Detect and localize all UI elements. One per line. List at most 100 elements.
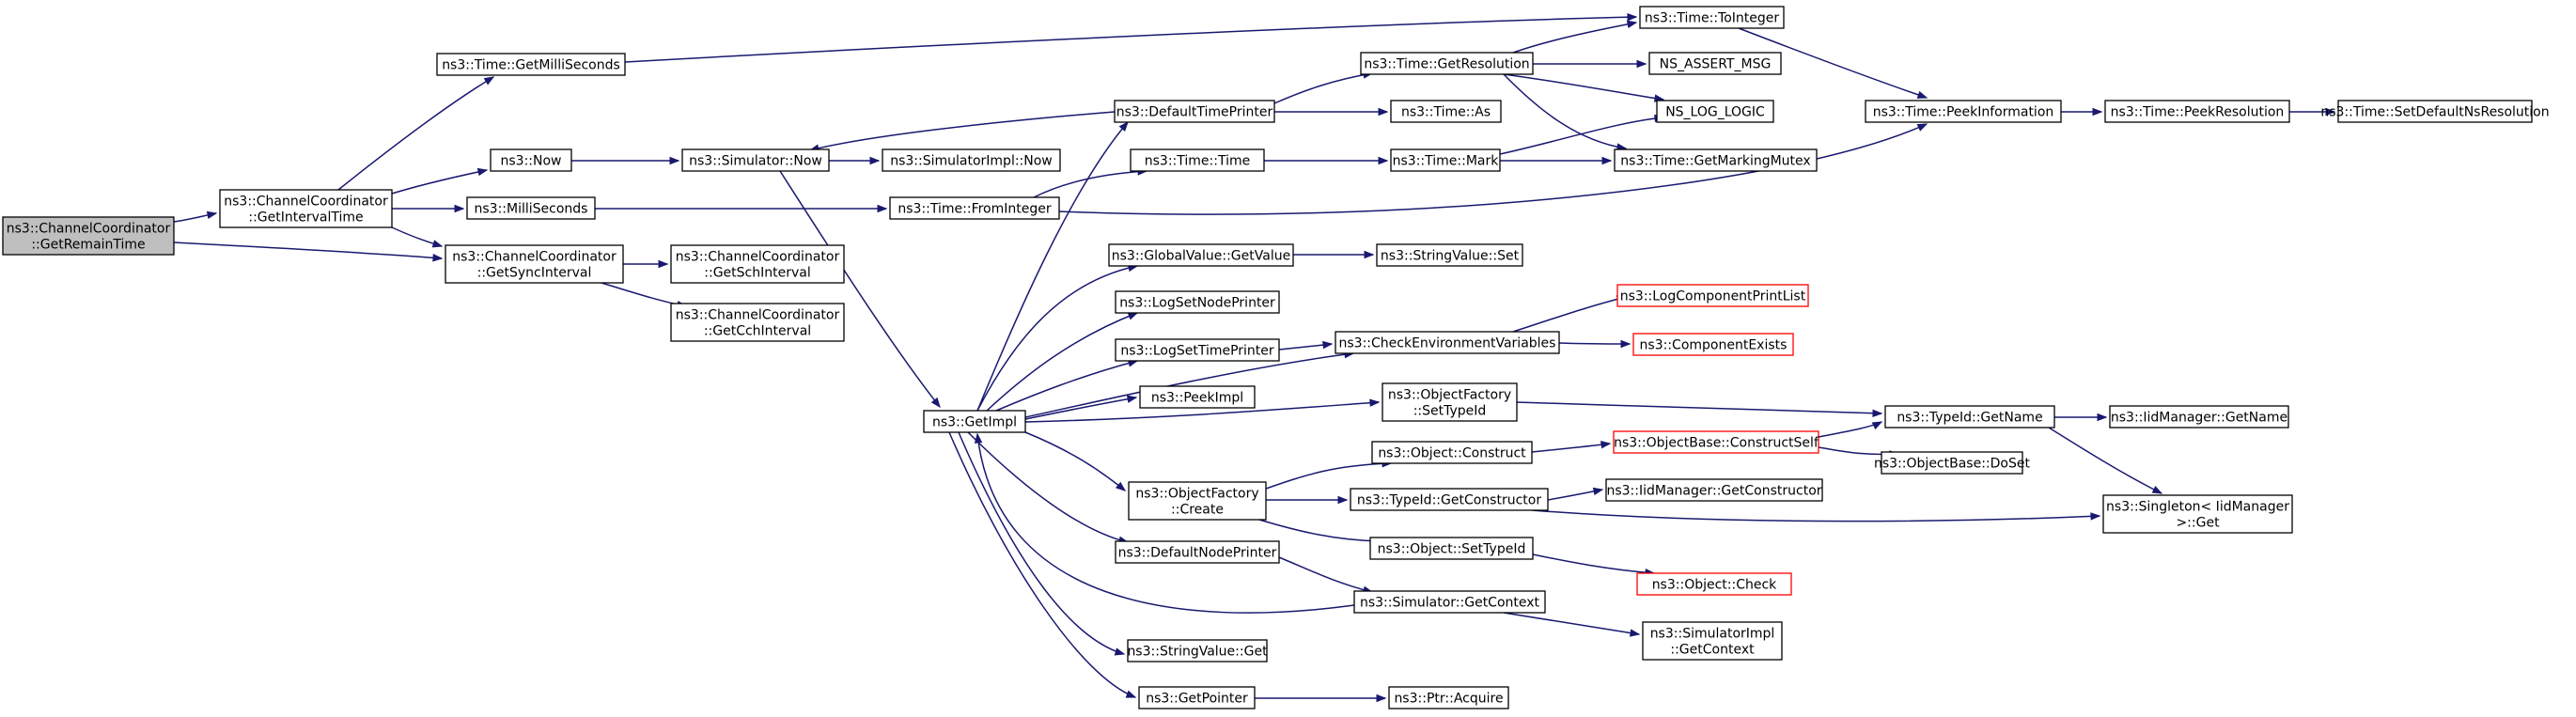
node-ns3-simulatorimpl-now[interactable]: ns3::SimulatorImpl::Now (882, 148, 1061, 172)
node-box[interactable] (1127, 639, 1268, 662)
node-ns3-iidmanager-getconstructor[interactable]: ns3::IidManager::GetConstructor (1605, 478, 1823, 502)
node-ns3-time-peekresolution[interactable]: ns3::Time::PeekResolution (2104, 100, 2290, 123)
node-box[interactable] (1115, 338, 1280, 362)
node-box[interactable] (1865, 100, 2062, 123)
node-box[interactable] (1335, 331, 1560, 354)
node-box[interactable] (1350, 488, 1549, 511)
node-ns3-peekimpl[interactable]: ns3::PeekImpl (1139, 385, 1256, 409)
node-box[interactable] (1642, 621, 1783, 661)
node-ns3-object-check[interactable]: ns3::Object::Check (1636, 572, 1792, 596)
node-ns3-typeid-getname[interactable]: ns3::TypeId::GetName (1884, 405, 2055, 429)
node-ns3-objectbase-constructself[interactable]: ns3::ObjectBase::ConstructSelf (1613, 430, 1819, 454)
node-box[interactable] (1139, 385, 1256, 409)
node-box[interactable] (1369, 537, 1534, 560)
node-ns3-getpointer[interactable]: ns3::GetPointer (1138, 686, 1256, 709)
node-ns3-getimpl[interactable]: ns3::GetImpl (923, 410, 1026, 433)
node-ns3-channelcoordinator-getremaintime[interactable]: ns3::ChannelCoordinator::GetRemainTime (2, 216, 175, 256)
node-ns3-object-construct[interactable]: ns3::Object::Construct (1371, 441, 1533, 464)
node-ns3-time-tointeger[interactable]: ns3::Time::ToInteger (1639, 6, 1785, 29)
node-ns3-ptr-acquire[interactable]: ns3::Ptr::Acquire (1388, 686, 1509, 709)
node-box[interactable] (490, 148, 572, 172)
node-ns3-time-getmilliseconds[interactable]: ns3::Time::GetMilliSeconds (436, 53, 626, 76)
node-ns3-stringvalue-get[interactable]: ns3::StringValue::Get (1127, 639, 1268, 662)
node-box[interactable] (219, 189, 393, 228)
node-box[interactable] (2104, 100, 2290, 123)
node-box[interactable] (1388, 686, 1509, 709)
node-ns3-simulatorimpl-getcontext[interactable]: ns3::SimulatorImpl::GetContext (1642, 621, 1783, 661)
node-ns3-channelcoordinator-getintervaltime[interactable]: ns3::ChannelCoordinator::GetIntervalTime (219, 189, 393, 228)
node-box[interactable] (670, 303, 845, 342)
node-box[interactable] (1138, 686, 1256, 709)
node-box[interactable] (1353, 590, 1546, 614)
node-box[interactable] (1656, 100, 1774, 123)
node-box[interactable] (2109, 405, 2289, 429)
node-ns3-time-time[interactable]: ns3::Time::Time (1130, 148, 1265, 172)
node-box[interactable] (1128, 481, 1267, 521)
node-box[interactable] (1114, 100, 1275, 123)
node-ns3-time-peekinformation[interactable]: ns3::Time::PeekInformation (1865, 100, 2062, 123)
node-ns3-time-frominteger[interactable]: ns3::Time::FromInteger (889, 196, 1060, 220)
node-ns3-time-setdefaultnsresolution[interactable]: ns3::Time::SetDefaultNsResolution (2320, 100, 2550, 123)
node-box[interactable] (1639, 6, 1785, 29)
node-ns3-channelcoordinator-getsyncinterval[interactable]: ns3::ChannelCoordinator::GetSyncInterval (445, 244, 624, 284)
node-ns3-stringvalue-set[interactable]: ns3::StringValue::Set (1376, 243, 1523, 267)
node-ns3-objectfactory-create[interactable]: ns3::ObjectFactory::Create (1128, 481, 1267, 521)
node-box[interactable] (1632, 333, 1794, 356)
node-box[interactable] (2337, 100, 2533, 123)
node-ns3-now[interactable]: ns3::Now (490, 148, 572, 172)
node-box[interactable] (681, 148, 830, 172)
node-ns3-iidmanager-getname[interactable]: ns3::IidManager::GetName (2109, 405, 2289, 429)
node-ns3-typeid-getconstructor[interactable]: ns3::TypeId::GetConstructor (1350, 488, 1549, 511)
node-ns-log-logic[interactable]: NS_LOG_LOGIC (1656, 100, 1774, 123)
node-ns3-objectbase-doset[interactable]: ns3::ObjectBase::DoSet (1874, 451, 2030, 475)
node-ns3-channelcoordinator-getschinterval[interactable]: ns3::ChannelCoordinator::GetSchInterval (670, 244, 845, 284)
node-box[interactable] (436, 53, 626, 76)
node-ns3-logsettimeprinter[interactable]: ns3::LogSetTimePrinter (1115, 338, 1280, 362)
node-box[interactable] (889, 196, 1060, 220)
node-box[interactable] (1881, 451, 2023, 475)
node-box[interactable] (1376, 243, 1523, 267)
node-box[interactable] (1115, 540, 1280, 564)
node-ns3-simulator-now[interactable]: ns3::Simulator::Now (681, 148, 830, 172)
node-box[interactable] (1648, 52, 1782, 75)
node-ns3-time-as[interactable]: ns3::Time::As (1390, 100, 1502, 123)
node-box[interactable] (1616, 284, 1809, 307)
node-box[interactable] (670, 244, 845, 284)
node-ns3-defaulttimeprinter[interactable]: ns3::DefaultTimePrinter (1114, 100, 1275, 123)
node-ns3-globalvalue-getvalue[interactable]: ns3::GlobalValue::GetValue (1108, 243, 1294, 267)
node-ns3-objectfactory-settypeid[interactable]: ns3::ObjectFactory::SetTypeId (1382, 382, 1518, 422)
node-box[interactable] (2102, 494, 2293, 534)
node-ns3-time-mark[interactable]: ns3::Time::Mark (1390, 148, 1501, 172)
node-box[interactable] (1382, 382, 1518, 422)
node-ns3-simulator-getcontext[interactable]: ns3::Simulator::GetContext (1353, 590, 1546, 614)
node-ns3-time-getmarkingmutex[interactable]: ns3::Time::GetMarkingMutex (1614, 148, 1818, 172)
node-box[interactable] (1614, 148, 1818, 172)
node-box[interactable] (1390, 148, 1501, 172)
node-ns3-channelcoordinator-getcchinterval[interactable]: ns3::ChannelCoordinator::GetCchInterval (670, 303, 845, 342)
node-box[interactable] (1636, 572, 1792, 596)
node-box[interactable] (1130, 148, 1265, 172)
node-box[interactable] (2, 216, 175, 256)
node-box[interactable] (466, 196, 596, 220)
node-box[interactable] (923, 410, 1026, 433)
node-box[interactable] (1360, 52, 1534, 75)
node-ns3-checkenvironmentvariables[interactable]: ns3::CheckEnvironmentVariables (1335, 331, 1560, 354)
node-box[interactable] (1613, 430, 1819, 454)
node-ns3-time-getresolution[interactable]: ns3::Time::GetResolution (1360, 52, 1534, 75)
node-box[interactable] (1371, 441, 1533, 464)
node-box[interactable] (1390, 100, 1502, 123)
node-ns3-defaultnodeprinter[interactable]: ns3::DefaultNodePrinter (1115, 540, 1280, 564)
node-box[interactable] (1605, 478, 1823, 502)
node-ns3-logsetnodeprinter[interactable]: ns3::LogSetNodePrinter (1115, 290, 1280, 314)
node-box[interactable] (1108, 243, 1294, 267)
node-ns3-logcomponentprintlist[interactable]: ns3::LogComponentPrintList (1616, 284, 1809, 307)
node-ns3-milliseconds[interactable]: ns3::MilliSeconds (466, 196, 596, 220)
node-ns-assert-msg[interactable]: NS_ASSERT_MSG (1648, 52, 1782, 75)
node-box[interactable] (1884, 405, 2055, 429)
node-box[interactable] (882, 148, 1061, 172)
node-ns3-singleton-iidmanager-get[interactable]: ns3::Singleton< IidManager >::Get (2102, 494, 2293, 534)
node-ns3-componentexists[interactable]: ns3::ComponentExists (1632, 333, 1794, 356)
node-ns3-object-settypeid[interactable]: ns3::Object::SetTypeId (1369, 537, 1534, 560)
node-box[interactable] (445, 244, 624, 284)
node-box[interactable] (1115, 290, 1280, 314)
